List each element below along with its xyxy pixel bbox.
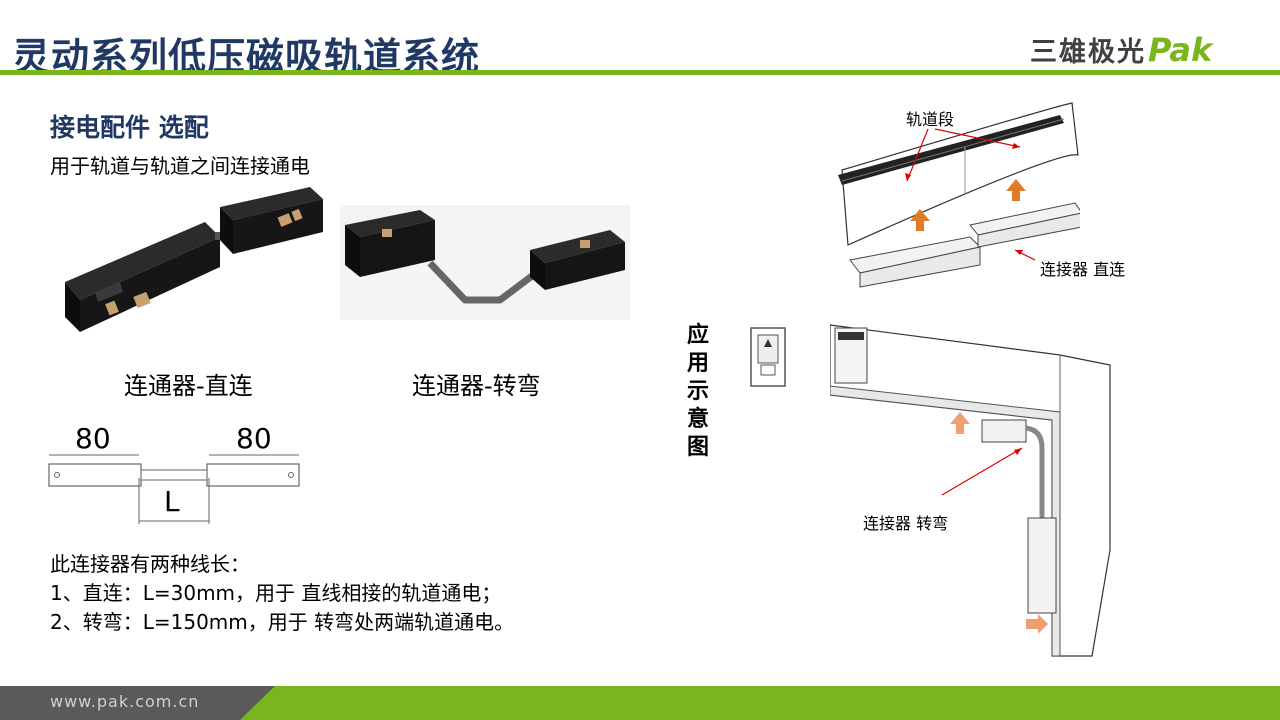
footer-website-link[interactable]: www.pak.com.cn xyxy=(50,692,200,711)
brand-logo: 三雄极光 Pak xyxy=(1030,30,1212,69)
track-segment-label: 轨道段 xyxy=(906,110,955,129)
logo-chinese-text: 三雄极光 xyxy=(1030,37,1146,68)
straight-connector-image xyxy=(65,187,323,332)
header-divider xyxy=(0,70,1280,75)
section-description: 用于轨道与轨道之间连接通电 xyxy=(50,154,310,178)
corner-connector-label: 连通器-转弯 xyxy=(412,372,541,400)
straight-connector-label: 连通器-直连 xyxy=(124,372,253,400)
logo-english-text: Pak xyxy=(1148,31,1213,69)
corner-callout-label: 连接器 转弯 xyxy=(863,514,949,533)
middle-length-label: L xyxy=(164,485,180,518)
straight-application-diagram xyxy=(838,102,1080,288)
notes-block: 此连接器有两种线长： 1、直连：L=30mm，用于 直线相接的轨道通电； 2、转… xyxy=(50,550,514,637)
corner-connector-image xyxy=(340,205,630,320)
track-cross-section-icon xyxy=(750,327,786,387)
section-heading: 接电配件 选配 xyxy=(50,113,209,142)
dimension-drawing xyxy=(48,454,300,524)
straight-callout-label: 连接器 直连 xyxy=(1040,260,1126,279)
application-diagram-label: 应用示意图 xyxy=(686,323,709,460)
right-length-label: 80 xyxy=(236,422,272,455)
notes-line-2: 1、直连：L=30mm，用于 直线相接的轨道通电； xyxy=(50,581,502,605)
left-length-label: 80 xyxy=(75,422,111,455)
notes-line-3: 2、转弯：L=150mm，用于 转弯处两端轨道通电。 xyxy=(50,610,515,634)
notes-line-1: 此连接器有两种线长： xyxy=(50,552,250,576)
corner-application-diagram xyxy=(830,324,1111,657)
footer-bar xyxy=(0,686,1280,720)
